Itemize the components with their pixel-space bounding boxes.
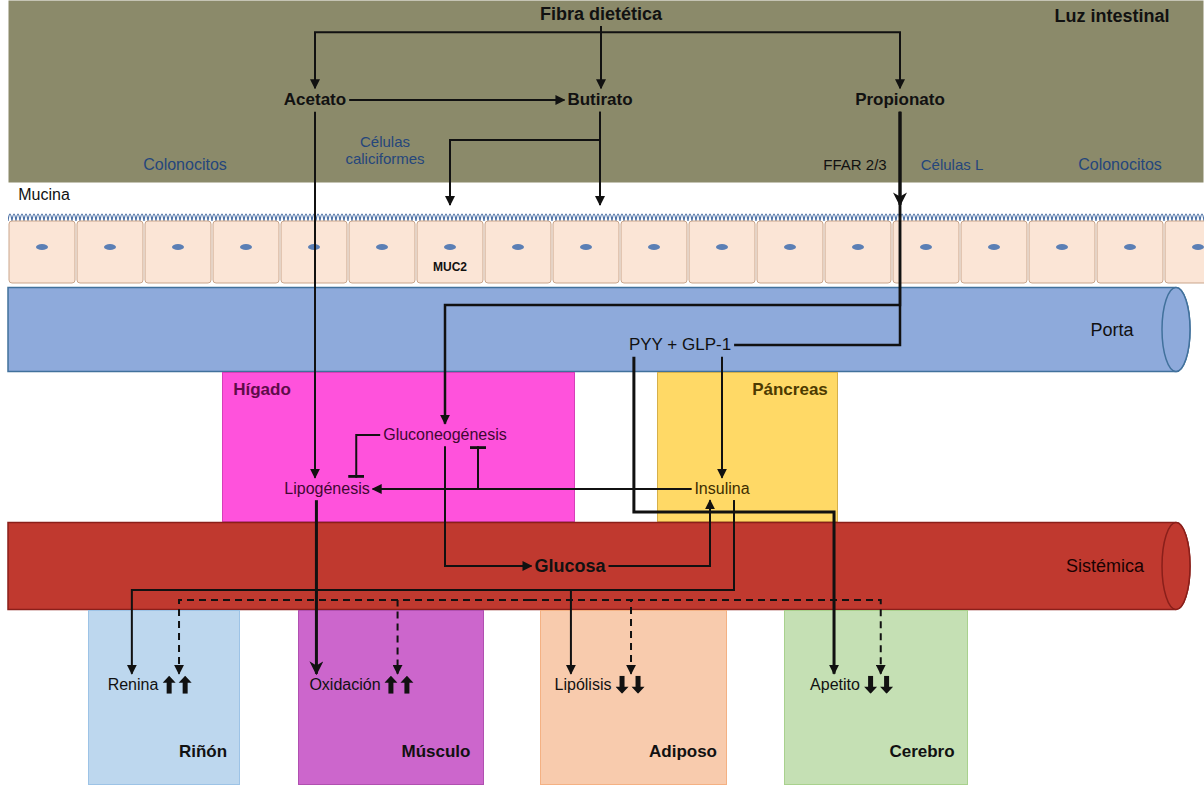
hormone-label: PYY + GLP-1 bbox=[626, 333, 734, 357]
epithelium-layer: MucinaMUC2 bbox=[8, 205, 1204, 285]
hormone-label: Insulina bbox=[691, 478, 752, 500]
box-title: Mucina bbox=[18, 186, 70, 204]
connector bbox=[599, 112, 601, 205]
box-title: Luz intestinal bbox=[1054, 6, 1169, 27]
box-title: Músculo bbox=[402, 742, 471, 762]
node-text: PYY + GLP-1 bbox=[629, 335, 731, 355]
organ-box: Riñón Renina bbox=[88, 610, 240, 785]
node-text: Apetito bbox=[810, 676, 860, 694]
node-text: Lipogénesis bbox=[284, 480, 369, 498]
node-text: Glucosa bbox=[534, 556, 605, 577]
connector bbox=[721, 357, 723, 478]
cell-label: Colonocitos bbox=[143, 156, 227, 174]
lumen-band: Luz intestinal Fibra dietéticaAcetato Buti… bbox=[8, 0, 1204, 183]
organ-box: Músculo Oxidación bbox=[298, 610, 484, 785]
process-label: Lipogénesis bbox=[281, 478, 372, 500]
decrease-arrows bbox=[864, 676, 894, 694]
box-title: Adiposo bbox=[649, 742, 717, 762]
metabolite-label: Glucosa bbox=[531, 554, 608, 579]
node-text: Renina bbox=[108, 676, 159, 694]
organ-box: HígadoGluconeogénesisLipogénesis bbox=[222, 372, 575, 522]
substrate-label: Fibra dietética bbox=[537, 2, 665, 27]
metabolite-label: Acetato bbox=[281, 88, 349, 112]
box-title: MUC2 bbox=[433, 261, 467, 275]
box-title: Riñón bbox=[179, 742, 227, 762]
node-text: Propionato bbox=[855, 90, 945, 110]
metabolite-label: Propionato bbox=[852, 88, 948, 112]
node-text: Butirato bbox=[567, 90, 632, 110]
box-title: Hígado bbox=[233, 380, 291, 400]
box-title: Sistémica bbox=[1066, 556, 1144, 577]
decrease-arrows bbox=[615, 676, 645, 694]
effect-label: Renina bbox=[105, 674, 196, 696]
box-title: Porta bbox=[1090, 320, 1133, 341]
connector bbox=[315, 500, 318, 674]
node-outline bbox=[8, 287, 1190, 372]
cell-layer bbox=[8, 205, 1204, 285]
cell-label: Células L bbox=[921, 156, 984, 173]
connector bbox=[314, 112, 316, 478]
node-text: Fibra dietética bbox=[540, 4, 662, 25]
effect-label: Oxidación bbox=[306, 674, 417, 696]
increase-arrows bbox=[162, 676, 192, 694]
cell-label: Colonocitos bbox=[1078, 156, 1162, 174]
organ-box: Cerebro Apetito bbox=[784, 610, 968, 785]
box-title: Páncreas bbox=[752, 380, 828, 400]
process-label: Gluconeogénesis bbox=[380, 424, 510, 446]
portal-vessel: PortaPYY + GLP-1 bbox=[8, 287, 1190, 372]
connector bbox=[600, 26, 602, 88]
increase-arrows bbox=[385, 676, 415, 694]
node-text: Acetato bbox=[284, 90, 346, 110]
effect-label: Lipólisis bbox=[552, 674, 649, 696]
organ-box: Adiposo Lipólisis bbox=[540, 610, 727, 785]
effect-label: Apetito bbox=[807, 674, 897, 696]
node-text: Gluconeogénesis bbox=[383, 426, 507, 444]
node-text: Oxidación bbox=[309, 676, 380, 694]
connector bbox=[349, 99, 564, 101]
metabolite-label: Butirato bbox=[564, 88, 635, 112]
cell-label: Células caliciformes bbox=[338, 133, 433, 168]
node-text: Insulina bbox=[694, 480, 749, 498]
organ-box: PáncreasInsulina bbox=[657, 372, 838, 522]
cell-label: FFAR 2/3 bbox=[823, 156, 886, 173]
systemic-vessel: Sistémica Glucosa bbox=[8, 522, 1190, 610]
node-text: Lipólisis bbox=[555, 676, 612, 694]
box-title: Cerebro bbox=[889, 742, 954, 762]
